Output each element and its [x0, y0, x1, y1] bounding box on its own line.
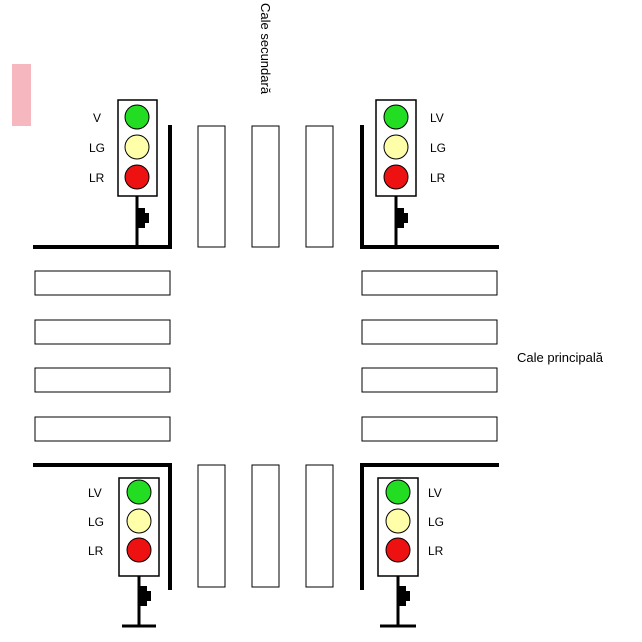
crosswalk-stripe — [251, 464, 280, 588]
pole-bracket-tip — [145, 213, 149, 223]
curbs — [33, 125, 499, 590]
green-lamp — [385, 479, 411, 505]
red-lamp — [385, 537, 411, 563]
red-lamp-label: LR — [88, 544, 104, 558]
accent-mark — [12, 64, 31, 126]
crosswalk-stripe — [361, 416, 498, 442]
traffic-light-bottom-left: LV LG LR — [88, 477, 160, 628]
green-lamp-label: V — [93, 111, 101, 125]
pole-bracket — [137, 208, 145, 228]
pole-bracket-tip — [404, 213, 408, 223]
yellow-lamp — [383, 134, 409, 160]
red-lamp-label: LR — [428, 544, 444, 558]
traffic-light-top-right: LV LG LR — [375, 99, 446, 247]
crosswalk-bottom — [197, 464, 334, 588]
red-lamp-label: LR — [430, 171, 446, 185]
crosswalk-stripe — [197, 464, 226, 588]
curb-bottom-right — [360, 463, 499, 590]
crosswalk-stripe — [361, 319, 498, 345]
yellow-lamp-label: LG — [428, 515, 444, 529]
pole-bracket — [396, 208, 404, 228]
crosswalk-stripe — [251, 125, 280, 248]
crosswalk-top — [197, 125, 334, 248]
traffic-light-bottom-right: LV LG LR — [377, 477, 444, 628]
red-lamp — [383, 164, 409, 190]
crosswalk-left — [34, 270, 171, 442]
green-lamp-label: LV — [430, 111, 444, 125]
green-lamp-label: LV — [428, 486, 442, 500]
crosswalk-stripe — [305, 125, 334, 248]
crosswalk-stripe — [34, 416, 171, 442]
yellow-lamp — [124, 134, 150, 160]
crosswalk-stripe — [34, 270, 171, 296]
main-road-label: Cale principală — [517, 350, 604, 365]
pole-bracket-tip — [147, 591, 151, 601]
pole-bracket — [139, 586, 147, 606]
crosswalk-stripe — [361, 270, 498, 296]
yellow-lamp — [385, 508, 411, 534]
green-lamp — [383, 104, 409, 130]
secondary-road-label: Cale secundară — [258, 3, 273, 95]
red-lamp — [126, 537, 152, 563]
curb-bottom-left — [33, 463, 172, 590]
traffic-light-top-left: V LG LR — [89, 99, 158, 247]
curb-top-left — [33, 125, 172, 249]
red-lamp — [124, 164, 150, 190]
crosswalk-stripe — [305, 464, 334, 588]
yellow-lamp-label: LG — [430, 141, 446, 155]
pole-bracket — [398, 586, 406, 606]
green-lamp-label: LV — [88, 486, 102, 500]
green-lamp — [126, 479, 152, 505]
curb-top-right — [360, 125, 499, 249]
crosswalk-stripe — [34, 319, 171, 345]
yellow-lamp — [126, 508, 152, 534]
yellow-lamp-label: LG — [89, 141, 105, 155]
yellow-lamp-label: LG — [88, 515, 104, 529]
crosswalk-stripe — [361, 367, 498, 393]
crosswalk-stripe — [34, 367, 171, 393]
pole-bracket-tip — [406, 591, 410, 601]
crosswalk-right — [361, 270, 498, 442]
red-lamp-label: LR — [89, 171, 105, 185]
green-lamp — [124, 104, 150, 130]
crosswalk-stripe — [197, 125, 226, 248]
